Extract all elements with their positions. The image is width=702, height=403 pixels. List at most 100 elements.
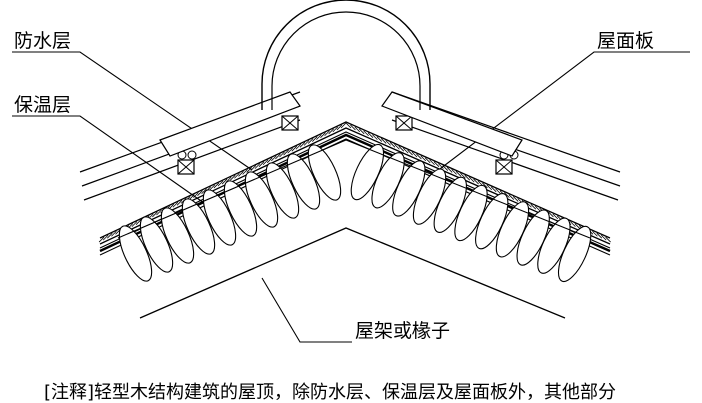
hatch-right — [442, 165, 449, 171]
label-rafter: 屋架或椽子 — [355, 320, 451, 342]
hatch-right — [534, 205, 541, 212]
hatch-left — [336, 124, 343, 131]
ridge-panel-right — [381, 91, 523, 157]
hatch-left — [307, 138, 314, 144]
ridge-arch-inner — [271, 11, 421, 110]
annotation-note: [注释]轻型木结构建筑的屋顶，除防水层、保温层及屋面板外，其他部分 — [44, 382, 617, 403]
hatch-right — [486, 184, 493, 191]
hatch-left — [172, 201, 179, 208]
hatch-left — [230, 174, 236, 181]
hatch-right — [398, 145, 405, 152]
label-waterproof-layer: 防水层 — [14, 30, 72, 52]
batten-left-2-x2 — [281, 115, 299, 131]
label-roof-board: 屋面板 — [597, 30, 655, 52]
hatch-right — [433, 161, 440, 167]
insulation-coil-left — [265, 162, 300, 219]
hatch-left — [111, 230, 117, 237]
hatch-right — [372, 134, 378, 140]
insulation-coil-left — [139, 216, 174, 273]
hatch-right — [424, 157, 431, 164]
batten-right-2-x2 — [495, 159, 513, 175]
hatch-right — [416, 153, 422, 160]
hatch-right — [350, 124, 356, 131]
hatch-left — [246, 167, 252, 173]
hatch-left — [266, 157, 273, 164]
hatch-left — [250, 165, 257, 171]
ridge-panel-left — [159, 91, 301, 157]
hatch-right — [402, 147, 409, 154]
hatch-right — [460, 172, 466, 179]
hatch-right — [592, 230, 598, 237]
hatch-left — [193, 192, 199, 198]
hatch-right — [411, 151, 418, 158]
hatch-left — [262, 159, 269, 166]
hatch-left — [299, 142, 306, 148]
insulation-coil-left — [307, 144, 342, 201]
hatch-right — [438, 163, 444, 169]
hatch-left — [328, 128, 334, 135]
hatch-left — [332, 126, 339, 133]
hatch-right — [473, 178, 479, 185]
hatch-left — [303, 140, 310, 146]
hatch-left — [238, 171, 244, 177]
hatch-right — [367, 132, 374, 138]
insulation-coil-left — [160, 207, 195, 264]
leader-lines — [12, 51, 690, 343]
ridge-arch-outer — [261, 0, 431, 110]
insulation-coil-left — [286, 153, 321, 210]
hatch-left — [217, 180, 224, 187]
hatch-left — [156, 209, 162, 216]
hatch-left — [221, 178, 228, 185]
hatch-right — [446, 167, 453, 173]
hatch-right — [482, 182, 488, 189]
hatch-left — [340, 122, 347, 129]
hatch-left — [234, 172, 240, 179]
hatch-right — [600, 234, 607, 241]
hatch-left — [291, 145, 298, 152]
hatch-right — [389, 142, 396, 148]
insulation-coil-right — [557, 225, 592, 283]
hatch-right — [363, 130, 369, 137]
insulation-coils — [117, 139, 592, 319]
hatch-right — [605, 236, 611, 243]
insulation-top-boundary — [117, 139, 591, 239]
hatch-left — [135, 219, 142, 225]
hatch-right — [380, 138, 387, 144]
hatch-right — [508, 194, 515, 200]
hatch-left — [152, 211, 158, 218]
hatch-right — [552, 213, 559, 220]
hatch-right — [464, 174, 471, 181]
hatch-left — [131, 221, 138, 227]
hatch-right — [407, 149, 413, 156]
insulation-coil-left — [223, 180, 258, 237]
insulation-coil-left — [181, 198, 216, 255]
hatch-right — [548, 211, 554, 218]
batten-left-1-x2 — [177, 159, 195, 175]
hatch-left — [197, 190, 203, 196]
hatch-left — [287, 147, 293, 154]
hatch-left — [107, 232, 113, 239]
hatch-left — [312, 136, 318, 142]
hatch-left — [98, 236, 105, 243]
hatch-right — [455, 171, 462, 177]
hatch-right — [451, 169, 457, 175]
roof-board-top-line — [99, 121, 611, 239]
hatch-left — [242, 169, 248, 175]
label-insulation-layer: 保温层 — [14, 94, 72, 116]
hatch-right — [504, 192, 510, 198]
hatch-right — [376, 136, 383, 142]
leader-rafter — [261, 277, 352, 343]
hatch-right — [596, 232, 603, 239]
clip-left-b — [187, 150, 197, 160]
insulation-coil-left — [202, 189, 237, 246]
hatch-left — [271, 155, 277, 162]
hatch-right — [495, 188, 501, 195]
hatch-right — [530, 203, 537, 210]
hatch-right — [570, 221, 576, 227]
hatch-left — [258, 161, 265, 167]
hatch-right — [512, 196, 519, 202]
hatch-left — [324, 130, 330, 137]
hatch-right — [394, 143, 400, 150]
hatch-left — [283, 149, 289, 156]
